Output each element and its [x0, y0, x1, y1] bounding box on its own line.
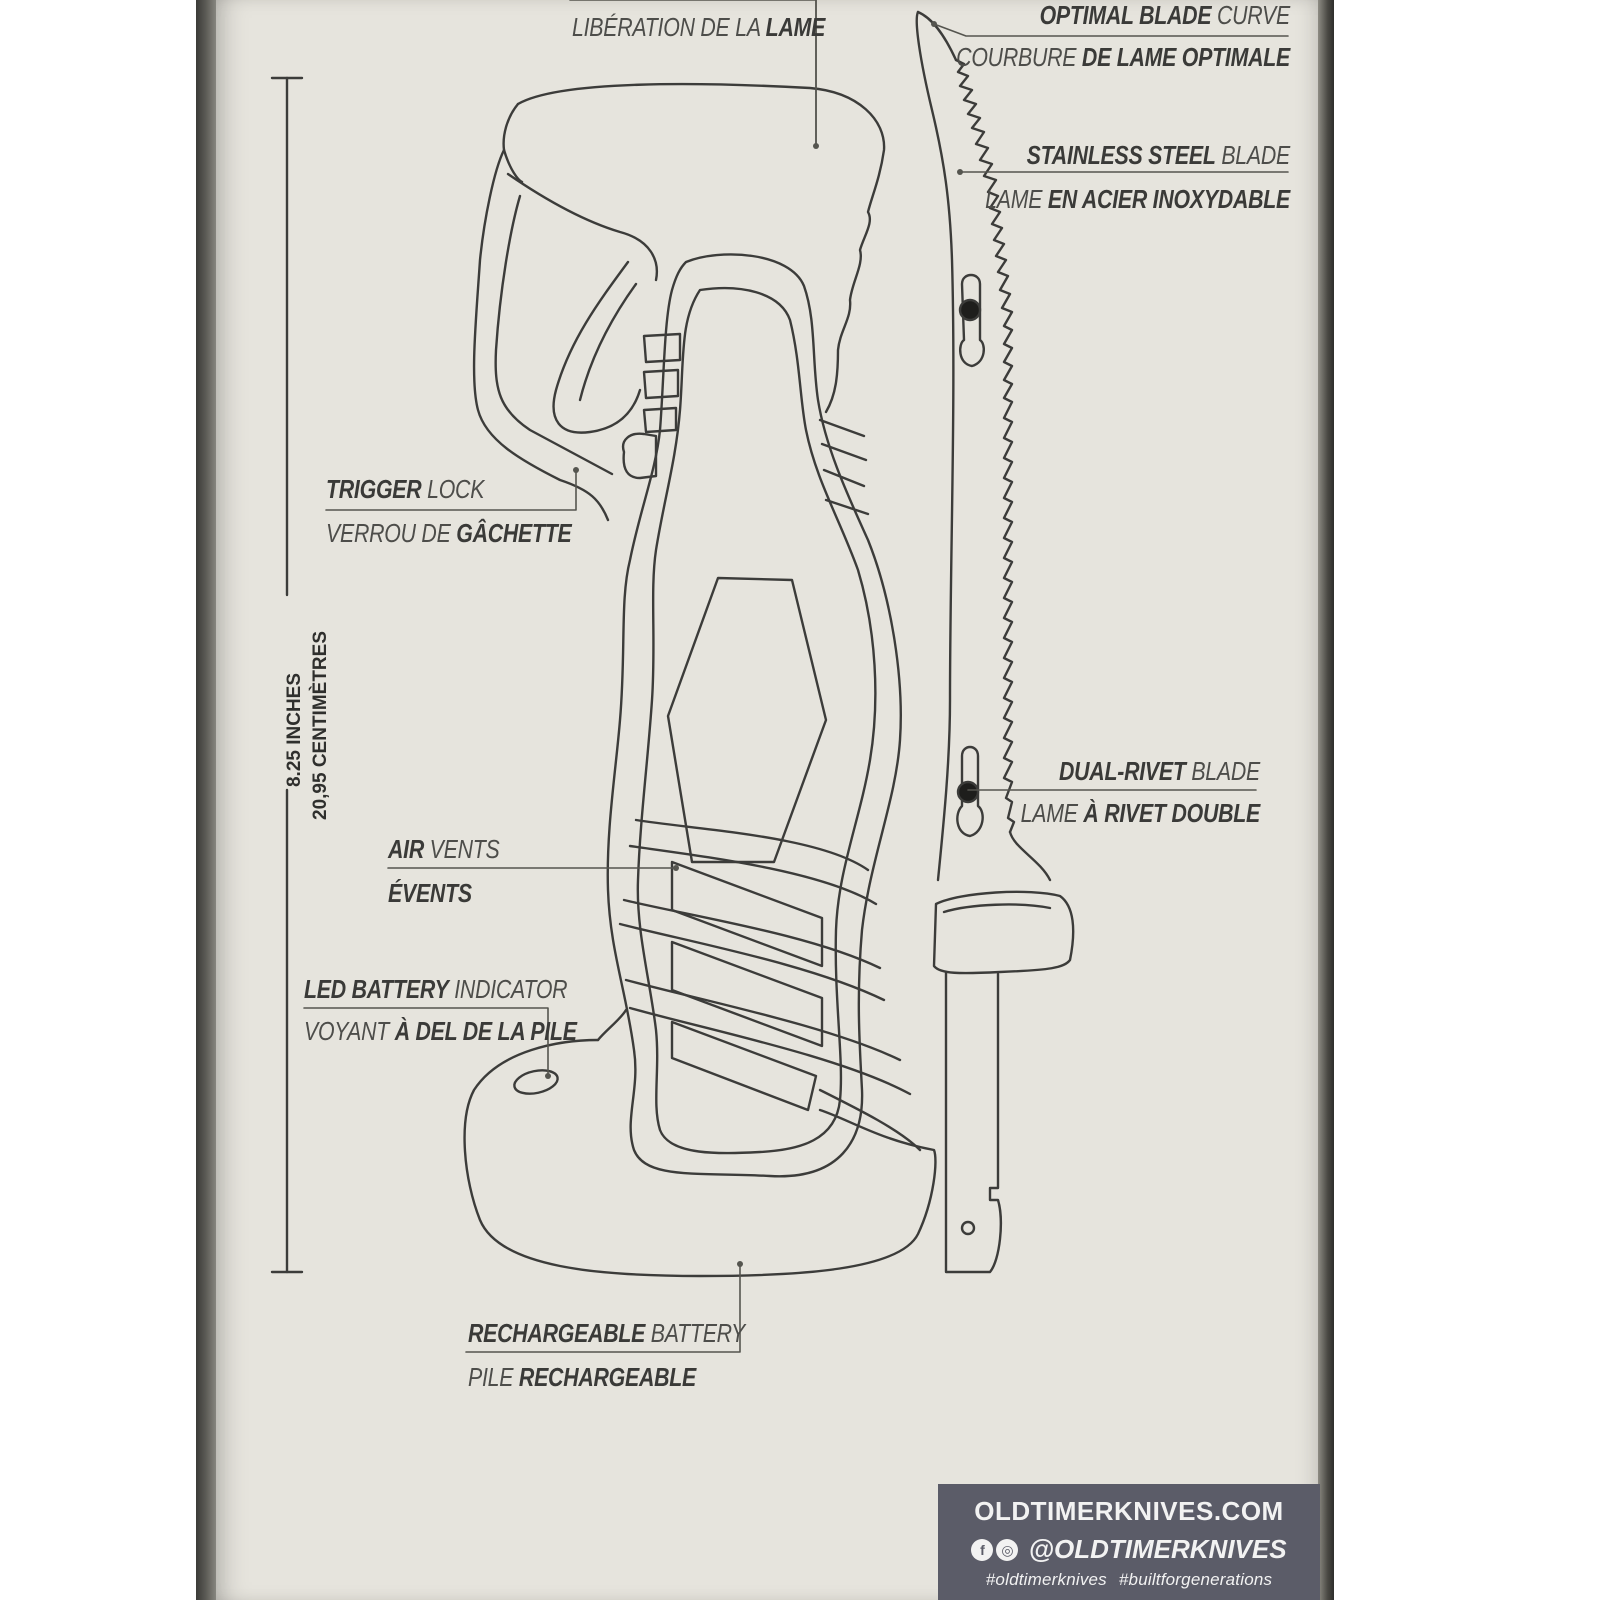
blade-release-cap	[516, 82, 886, 414]
instagram-icon: ◎	[996, 1539, 1019, 1561]
leader-lines	[303, 0, 1289, 1353]
package-panel	[216, 0, 1320, 1600]
blade-bolster	[932, 890, 1075, 975]
label-led-en: LED BATTERY INDICATOR	[304, 974, 568, 1004]
label-led-fr: VOYANT À DEL DE LA PILE	[304, 1016, 577, 1046]
upper-rivet-slot	[959, 273, 985, 368]
facebook-icon: f	[971, 1539, 994, 1561]
label-stainless-en: STAINLESS STEEL BLADE	[1026, 140, 1291, 170]
label-trigger-lock-en: TRIGGER LOCK	[326, 474, 485, 504]
label-dual-rivet-fr: LAME À RIVET DOUBLE	[1020, 798, 1261, 828]
led-indicator	[513, 1069, 559, 1095]
label-trigger-lock-fr: VERROU DE GÂCHETTE	[326, 518, 572, 548]
brand-handle[interactable]: @OLDTIMERKNIVES	[1028, 1534, 1287, 1564]
label-dual-rivet-en: DUAL-RIVET BLADE	[1058, 756, 1260, 786]
brand-website[interactable]: OLDTIMERKNIVES.COM	[974, 1496, 1284, 1526]
label-blade-release-fr: LIBÉRATION DE LA LAME	[572, 12, 826, 42]
label-optimal-curve-fr: COURBURE DE LAME OPTIMALE	[956, 42, 1290, 72]
dimension-bar	[270, 76, 304, 1274]
grip-panel	[606, 253, 902, 1178]
box-right-edge	[1318, 0, 1334, 1600]
brand-hashtags: #oldtimerknives #builtforgenerations	[938, 1570, 1320, 1590]
trigger	[552, 260, 642, 434]
lower-rivet	[956, 780, 980, 804]
label-stainless-fr: LAME EN ACIER INOXYDABLE	[985, 184, 1290, 214]
rechargeable-battery	[463, 1038, 937, 1278]
label-battery-en: RECHARGEABLE BATTERY	[468, 1318, 746, 1348]
label-air-vents-fr: ÉVENTS	[388, 878, 472, 908]
dimension-inches: 8.25 INCHES	[284, 672, 305, 788]
upper-rivet	[958, 298, 982, 322]
knife-handle	[463, 82, 937, 1278]
dimension-centimeters: 20,95 CENTIMÈTRES	[310, 631, 331, 820]
brand-block: OLDTIMERKNIVES.COM f◎ @OLDTIMERKNIVES #o…	[938, 1484, 1320, 1600]
blade-tang	[944, 970, 1003, 1274]
trigger-lock-button	[621, 432, 658, 480]
lower-rivet-slot	[956, 745, 984, 838]
brand-social: f◎ @OLDTIMERKNIVES	[938, 1534, 1320, 1565]
blade-spine	[915, 10, 955, 882]
trigger-guard	[472, 148, 610, 522]
box-left-edge	[196, 0, 218, 1600]
hashtag-brand[interactable]: #oldtimerknives	[985, 1570, 1107, 1589]
label-battery-fr: PILE RECHARGEABLE	[468, 1362, 697, 1392]
label-optimal-curve-en: OPTIMAL BLADE CURVE	[1039, 0, 1291, 30]
dimension-label: 8.25 INCHES 20,95 CENTIMÈTRES	[282, 631, 342, 820]
hex-window	[666, 576, 828, 864]
hashtag-slogan[interactable]: #builtforgenerations	[1118, 1570, 1273, 1589]
serrated-blade	[915, 10, 1075, 1274]
label-air-vents-en: AIR VENTS	[388, 834, 500, 864]
blade-serrations	[954, 58, 1016, 834]
air-vents	[670, 860, 824, 1112]
